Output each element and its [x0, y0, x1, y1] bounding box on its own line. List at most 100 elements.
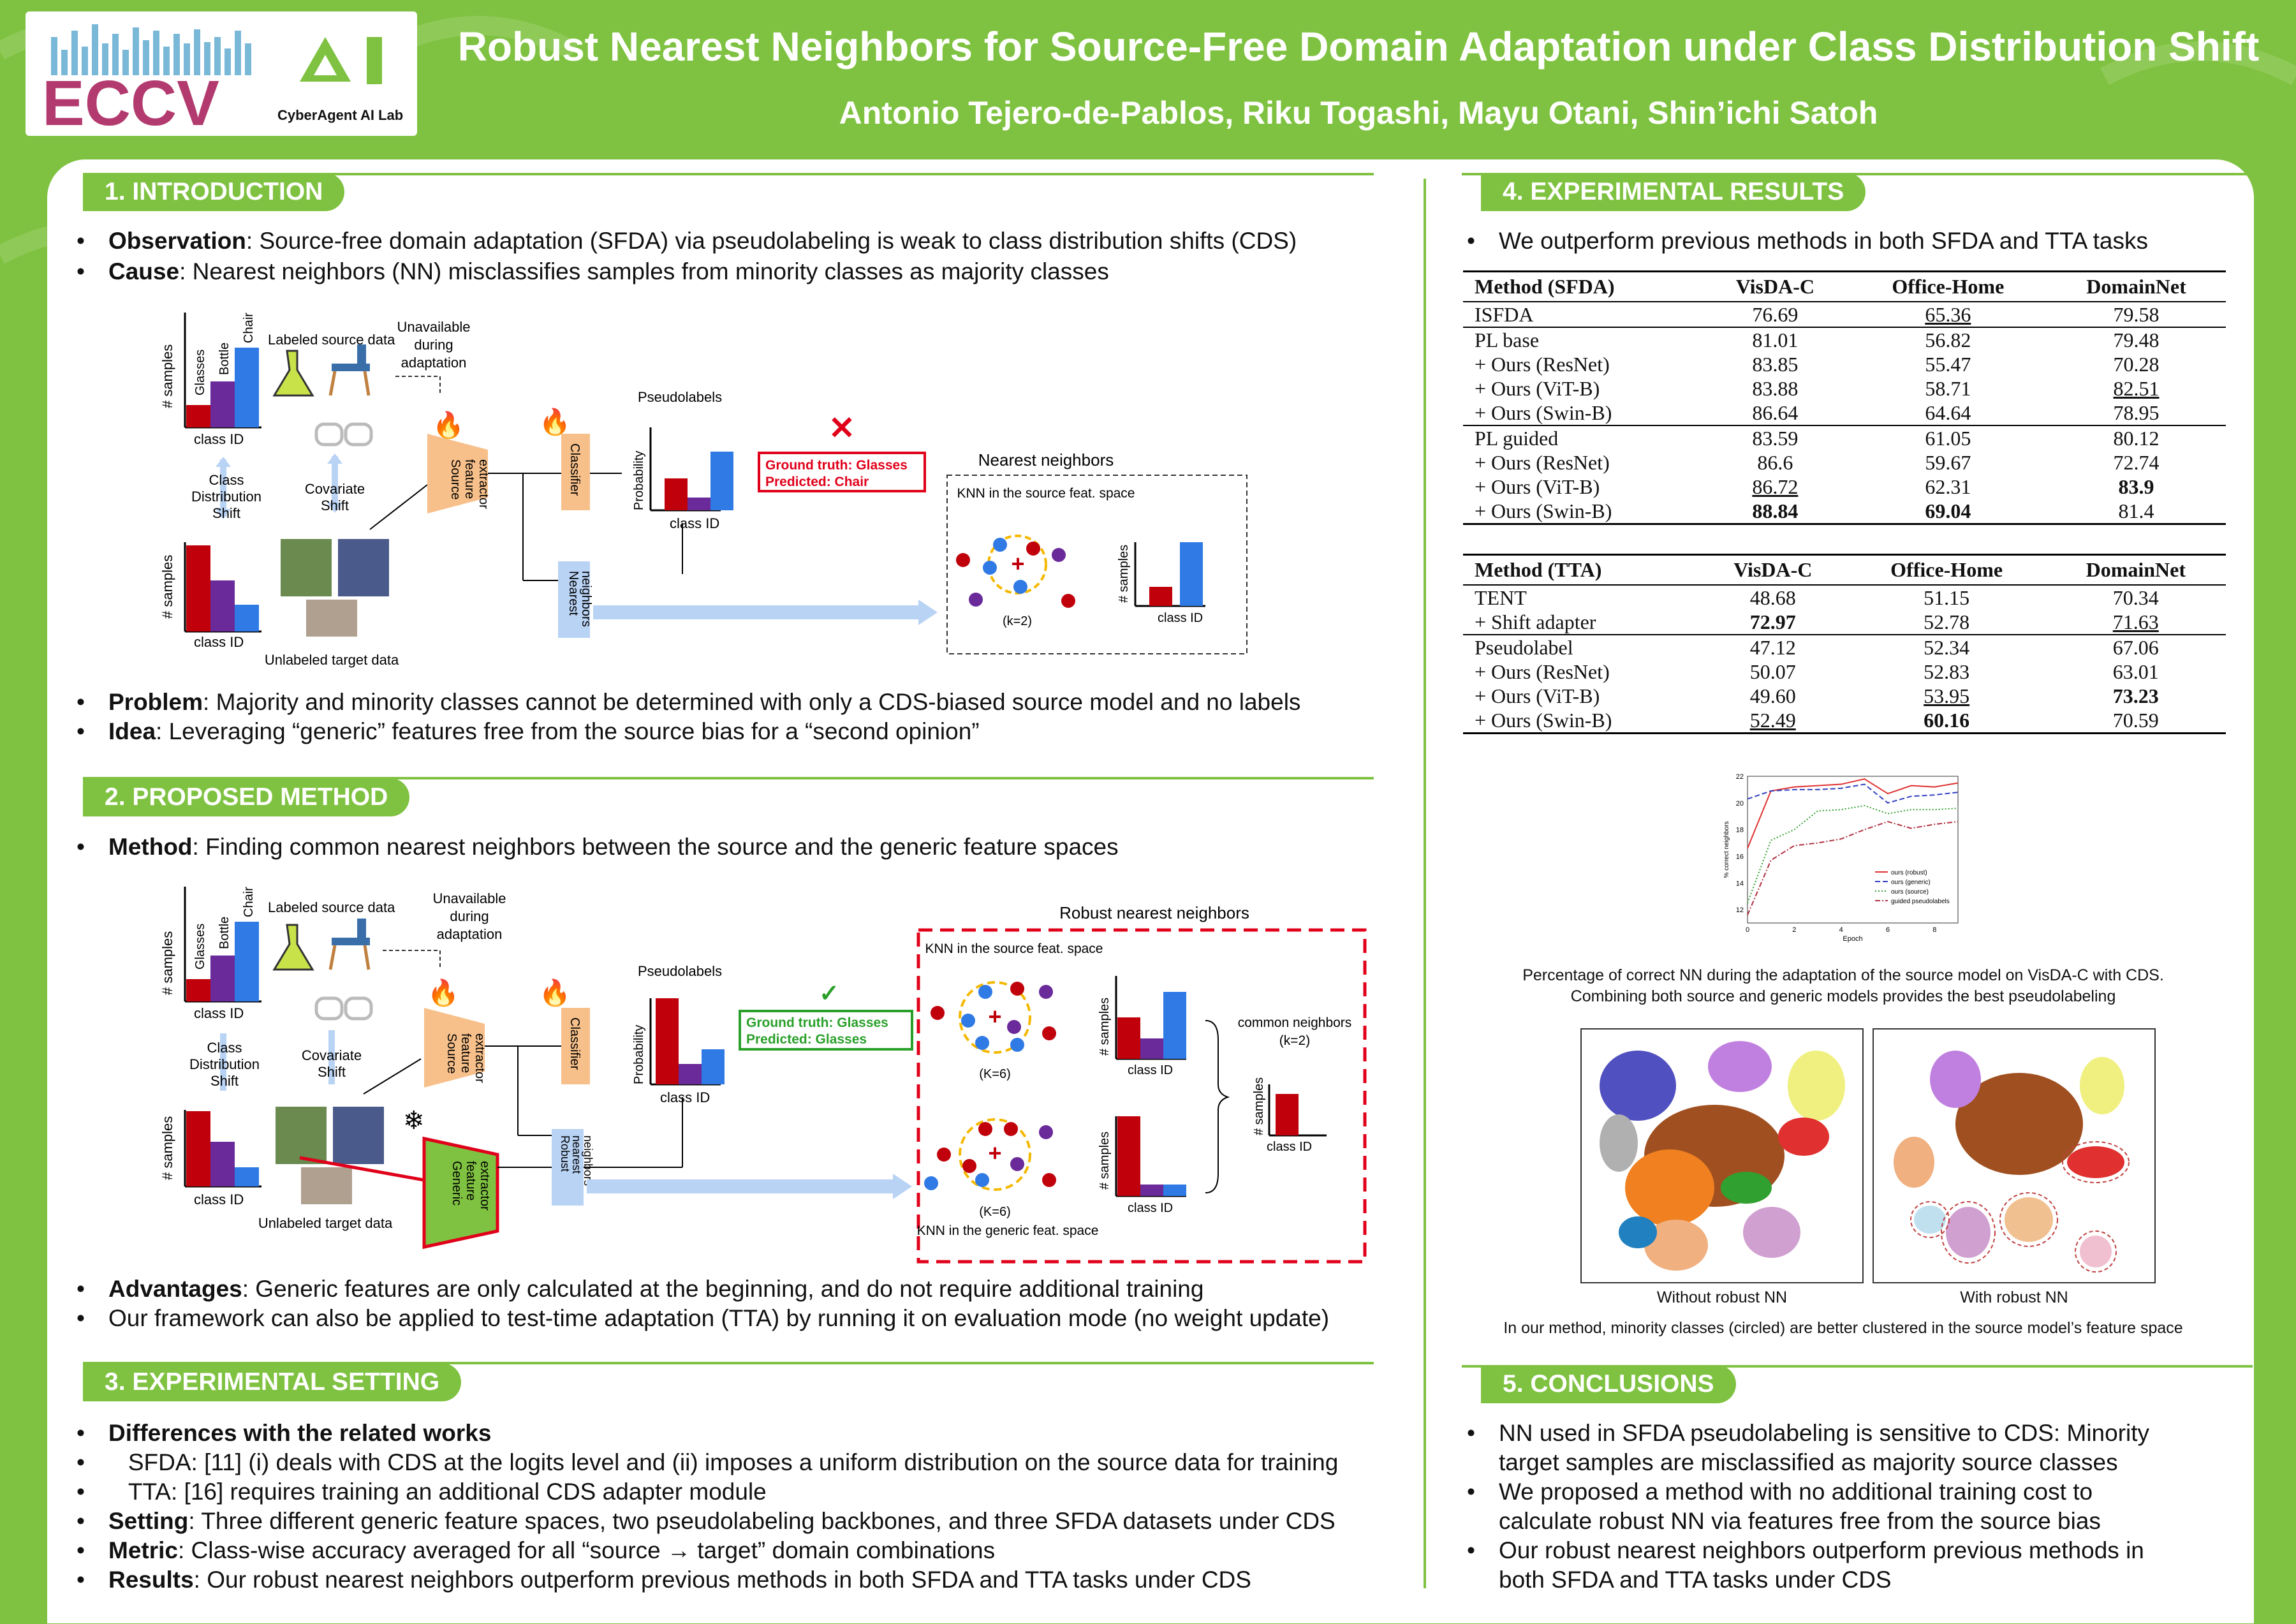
table-cell: 76.69 — [1752, 303, 1799, 326]
table-cell: 83.85 — [1752, 353, 1799, 376]
svg-text:neighbors: neighbors — [582, 1135, 594, 1186]
source-feature-extractor — [424, 1008, 485, 1088]
chair-icon — [328, 919, 371, 970]
fire-icon: 🔥 — [427, 978, 459, 1007]
table-cell: 56.82 — [1925, 328, 1971, 351]
x-tick-label: 4 — [1839, 926, 1843, 934]
tsne-caption-without: Without robust NN — [1656, 1288, 1788, 1306]
method-figure: # samples class ID Glasses Bottle Chair … — [159, 887, 1367, 1264]
table-cell: + Ours (ViT-B) — [1475, 377, 1600, 400]
cyberagent-logo — [300, 37, 382, 84]
table-cell: + Ours (ResNet) — [1475, 353, 1610, 376]
svg-text:# samples: # samples — [1117, 545, 1131, 603]
y-tick-label: 12 — [1736, 906, 1744, 914]
intro-bullet-observation: •Observation: Source-free domain adaptat… — [77, 228, 1297, 254]
robust-nn-box — [552, 1129, 584, 1206]
svg-text:Covariate: Covariate — [305, 481, 365, 497]
svg-text:Source: Source — [448, 459, 462, 499]
table-cell: 70.34 — [2112, 586, 2159, 609]
table-cell: 65.36 — [1925, 303, 1971, 326]
table-cell: + Ours (Swin-B) — [1475, 499, 1612, 522]
chart-caption: Percentage of correct NN during the adap… — [1522, 966, 2164, 1005]
svg-text:Shift: Shift — [321, 498, 349, 513]
svg-text:feature: feature — [459, 1033, 473, 1073]
table-cell: 52.83 — [1924, 660, 1970, 683]
table-cell: 79.48 — [2113, 328, 2160, 351]
svg-text:Nearest: Nearest — [566, 571, 580, 616]
fire-icon: 🔥 — [432, 410, 464, 439]
svg-text:# samples: # samples — [1098, 998, 1112, 1056]
method-bullet-advantages: •Advantages: Generic features are only c… — [77, 1276, 1204, 1302]
svg-text:class ID: class ID — [670, 515, 719, 531]
conclusion-2b: calculate robust NN via features free fr… — [1499, 1508, 2101, 1534]
svg-text:class ID: class ID — [1158, 611, 1203, 625]
svg-text:Predicted: Glasses: Predicted: Glasses — [746, 1032, 867, 1047]
flask-icon — [272, 350, 314, 397]
table-cell: + Ours (ResNet) — [1475, 451, 1610, 474]
svg-text:+: + — [988, 1140, 1001, 1166]
table-cell: 81.4 — [2118, 499, 2154, 522]
correct-prediction-box — [739, 1010, 913, 1051]
svg-text:extractor: extractor — [478, 1161, 492, 1211]
nearest-neighbors-box — [558, 561, 590, 638]
table-cell: 53.95 — [1924, 684, 1970, 707]
svg-text:class ID: class ID — [1128, 1063, 1173, 1077]
table-cell: 70.59 — [2112, 709, 2159, 732]
svg-text:feature: feature — [464, 1161, 478, 1200]
svg-text:Shift: Shift — [210, 1073, 239, 1089]
svg-text:+: + — [988, 1003, 1001, 1030]
section-heading-conclusions: 5. CONCLUSIONS — [1481, 1365, 1736, 1403]
series-line — [1747, 783, 1959, 804]
robust-nn-box-dashed — [916, 928, 1367, 1264]
logo-panel: ECCV CyberAgent AI Lab — [26, 11, 417, 139]
tsne-caption: In our method, minority classes (circled… — [1503, 1319, 2183, 1337]
table-cell: + Ours (ResNet) — [1475, 660, 1610, 683]
chair-icon — [328, 344, 371, 396]
conclusion-2a: •We proposed a method with no additional… — [1467, 1479, 2093, 1505]
svg-text:class ID: class ID — [1267, 1140, 1312, 1154]
svg-text:(k=2): (k=2) — [1003, 614, 1032, 628]
table-cell: 60.16 — [1924, 709, 1970, 732]
table-cell: 73.23 — [2112, 684, 2159, 707]
fire-icon: 🔥 — [539, 978, 571, 1007]
series-line — [1747, 778, 1959, 849]
svg-text:Classifier: Classifier — [568, 1017, 582, 1070]
table-cell: 86.64 — [1752, 401, 1799, 424]
table-cell: + Ours (ViT-B) — [1475, 475, 1600, 498]
svg-text:# samples: # samples — [159, 344, 175, 408]
svg-text:Generic: Generic — [450, 1161, 464, 1206]
svg-text:KNN in the source feat. space: KNN in the source feat. space — [925, 941, 1103, 956]
y-tick-label: 18 — [1736, 827, 1744, 834]
table-cell: 62.31 — [1925, 475, 1971, 498]
glasses-icon — [314, 996, 373, 1021]
svg-text:adaptation: adaptation — [437, 926, 503, 942]
table-cell: + Shift adapter — [1475, 610, 1596, 633]
svg-text:Distribution: Distribution — [191, 489, 261, 505]
poster-authors: Antonio Tejero-de-Pablos, Riku Togashi, … — [839, 95, 1878, 131]
table-cell: TENT — [1475, 586, 1527, 609]
svg-text:neighbors: neighbors — [579, 571, 593, 627]
column-divider — [1424, 179, 1426, 1588]
eccv-logo-text: ECCV — [42, 68, 219, 136]
svg-text:Ground truth: Glasses: Ground truth: Glasses — [765, 458, 908, 473]
svg-text:extractor: extractor — [473, 1033, 487, 1083]
conclusion-3a: •Our robust nearest neighbors outperform… — [1467, 1537, 2144, 1563]
svg-text:Chair: Chair — [242, 887, 256, 917]
table-cell: 69.04 — [1925, 499, 1971, 522]
legend-label: guided pseudolabels — [1891, 898, 1950, 905]
svg-text:# samples: # samples — [1098, 1132, 1112, 1190]
svg-text:adaptation: adaptation — [401, 355, 467, 371]
legend-label: ours (robust) — [1891, 869, 1927, 876]
svg-text:Labeled source data: Labeled source data — [268, 899, 395, 915]
method-bullet-method: •Method: Finding common nearest neighbor… — [77, 834, 1119, 860]
table-cell: 83.9 — [2118, 475, 2154, 498]
table-cell: 52.78 — [1924, 610, 1970, 633]
svg-text:Unlabeled target data: Unlabeled target data — [258, 1215, 393, 1231]
table-cell: 51.15 — [1924, 586, 1970, 609]
intro-figure: # samples class ID Glasses Bottle Chair … — [159, 313, 1247, 668]
y-tick-label: 22 — [1736, 773, 1744, 781]
